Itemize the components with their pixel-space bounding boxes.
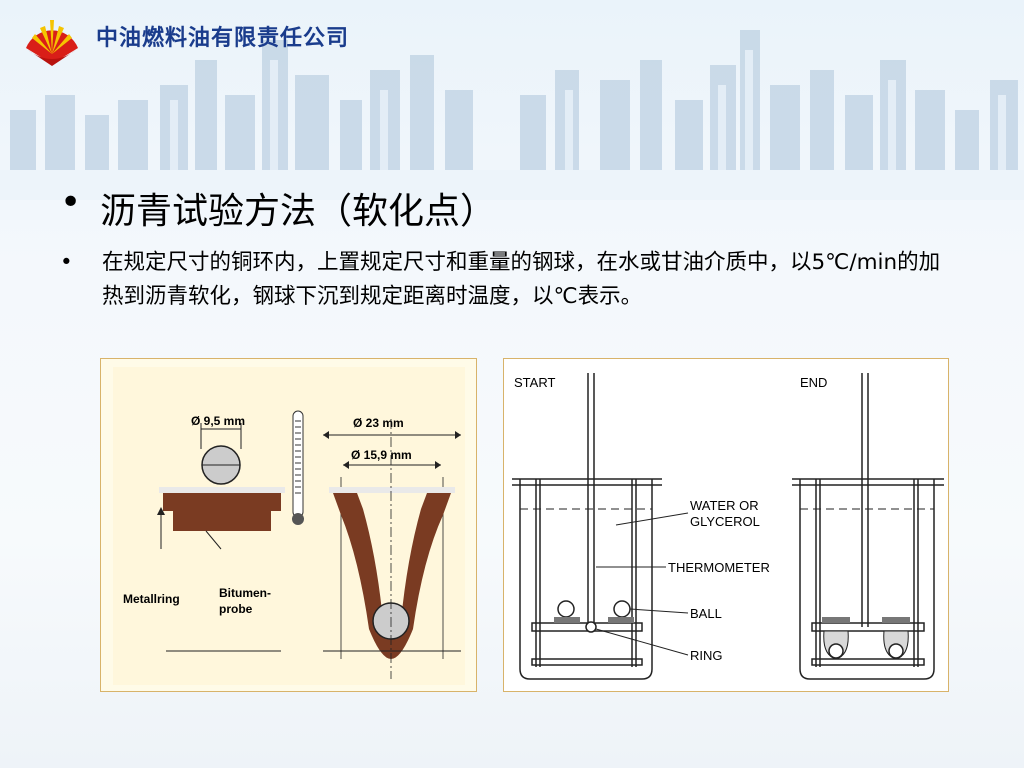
company-name: 中油燃料油有限责任公司 [96,26,350,51]
softening-point-apparatus-figure: START END WATER OR GLYCEROL THERMOMETER … [503,358,949,692]
bullet-description: • 在规定尺寸的铜环内，上置规定尺寸和重量的钢球，在水或甘油介质中，以5℃/mi… [60,246,960,314]
bullet-title: • 沥青试验方法（软化点） [60,182,496,234]
ring-label: RING [690,648,723,663]
bullet-symbol: • [60,250,73,275]
bitumen-sample-label-2: probe [219,602,253,616]
company-logo-icon [26,20,78,66]
end-label: END [800,375,827,390]
water-label-2: GLYCEROL [690,514,760,529]
metal-ring-label: Metallring [123,592,180,606]
bitumen-sample-label-1: Bitumen- [219,586,271,600]
inner-diameter-label: Ø 15,9 mm [351,448,412,462]
ball-label: BALL [690,606,722,621]
bullet-description-text: 在规定尺寸的铜环内，上置规定尺寸和重量的钢球，在水或甘油介质中，以5℃/min的… [102,250,941,309]
bullet-symbol: • [60,182,82,223]
start-label: START [514,375,555,390]
thermometer-label: THERMOMETER [668,560,770,575]
ball-diameter-label: Ø 9,5 mm [191,414,245,428]
city-skyline-background [0,30,1024,200]
top-diameter-label: Ø 23 mm [353,416,404,430]
ring-ball-dimensions-figure: Ø 9,5 mm Metallring Bitumen- probe Ø 23 … [100,358,477,692]
bullet-title-text: 沥青试验方法（软化点） [100,191,497,232]
water-label-1: WATER OR [690,498,759,513]
